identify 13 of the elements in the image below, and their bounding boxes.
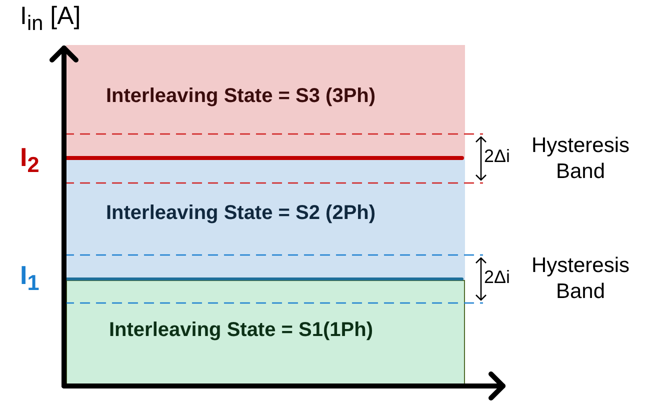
threshold-label: I$_{1}$: [20, 260, 40, 296]
band-label: Hysteresis Band: [530, 253, 631, 306]
axis-label: I$_{in}$ [A]: [20, 2, 81, 36]
state-band: [66, 45, 465, 158]
dimension-label: 2Δi: [484, 267, 510, 288]
state-band: [66, 158, 465, 280]
band-label: Hysteresis Band: [530, 133, 631, 186]
threshold-label: I$_{2}$: [20, 142, 40, 178]
state-band: [66, 280, 465, 385]
dimension-label: 2Δi: [484, 146, 510, 167]
state-label: Interleaving State = S2 (2Ph): [106, 202, 376, 225]
state-label: Interleaving State = S1(1Ph): [109, 319, 373, 342]
state-label: Interleaving State = S3 (3Ph): [106, 85, 376, 108]
